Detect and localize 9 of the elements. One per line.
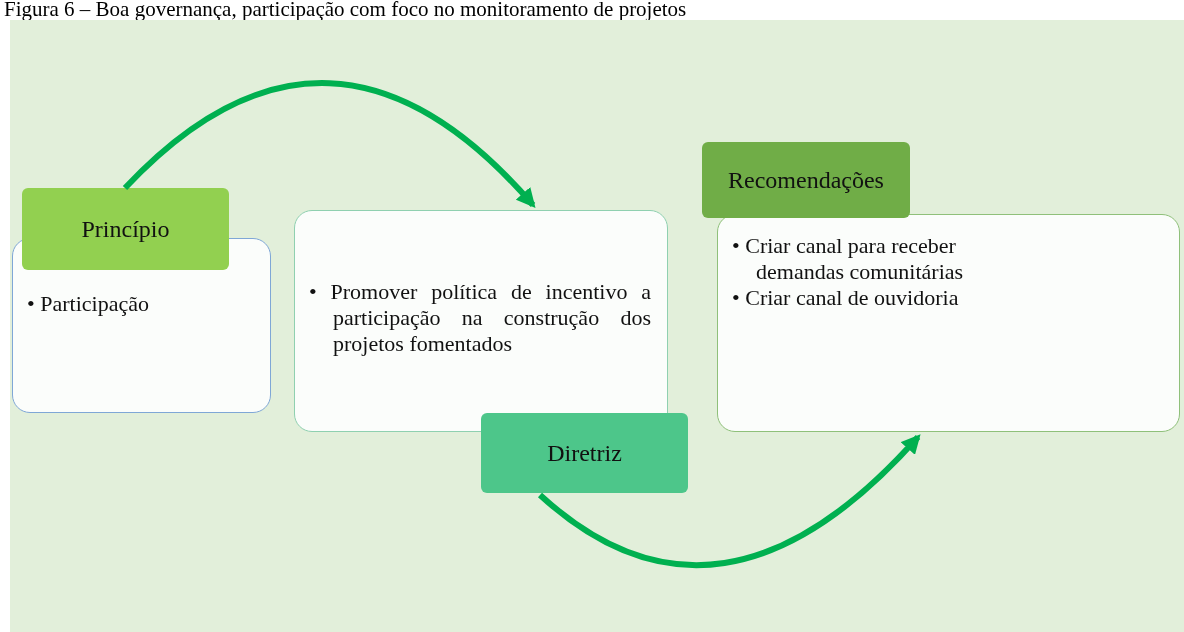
heading-tab: Princípio <box>22 188 229 270</box>
heading-tab: Diretriz <box>481 413 688 493</box>
curved-arrow <box>538 434 921 568</box>
bullet-text: • Promover política de incentivo a participação na construção dos projetos fomentados <box>309 279 651 357</box>
bullet-text: • Participação <box>27 291 150 317</box>
bullet-text: • Criar canal para receber demandas comunitárias <box>732 233 965 285</box>
figure-title: Figura 6 – Boa governança, participação com foco no monitoramento de projetos <box>4 0 687 20</box>
heading-tab: Recomendações <box>702 142 910 218</box>
bullet-text: • Criar canal de ouvidoria <box>732 285 960 311</box>
